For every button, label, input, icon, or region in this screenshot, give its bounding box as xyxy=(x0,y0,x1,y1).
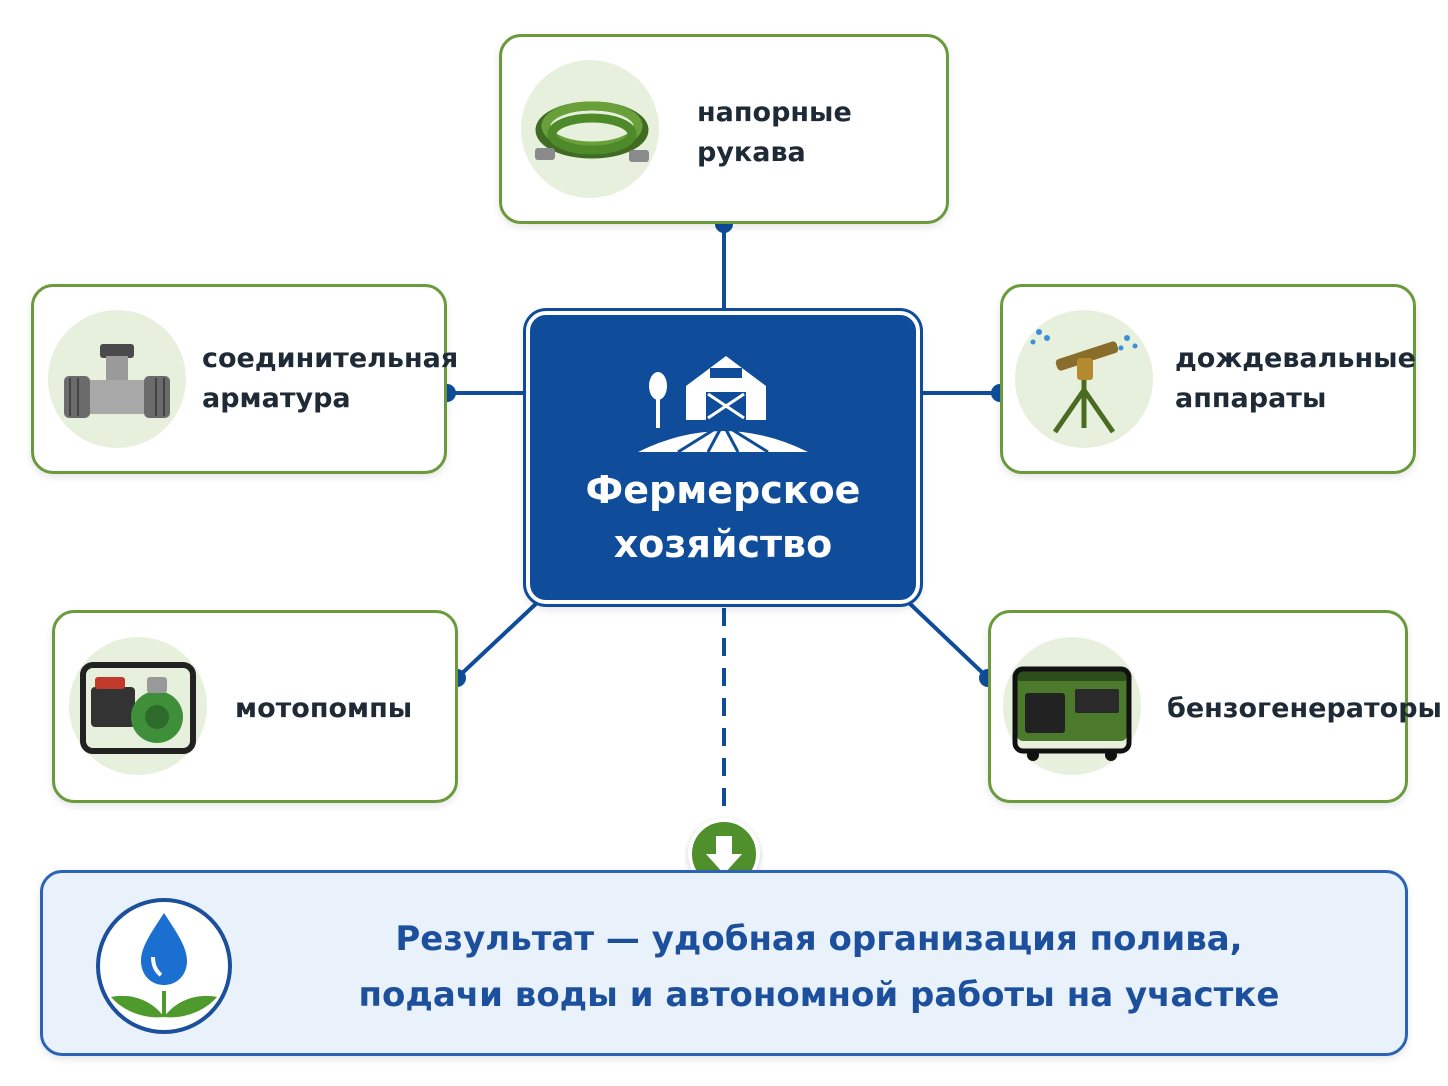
center-farm-box: Фермерское хозяйство xyxy=(526,311,920,604)
node-label: напорные рукава xyxy=(697,97,852,168)
pipe-fitting-icon xyxy=(48,310,186,448)
result-text: Результат — удобная организация полива, … xyxy=(358,919,1280,1015)
node-connection-fittings: соединительная арматура xyxy=(31,284,458,474)
water-drop-leaves-icon xyxy=(96,898,232,1034)
center-title: Фермерское хозяйство xyxy=(585,468,861,566)
node-pressure-hoses: напорные рукава xyxy=(499,34,949,224)
farm-barn-icon xyxy=(638,356,808,454)
hose-icon xyxy=(521,60,659,198)
connector-pumps xyxy=(455,598,542,680)
node-motor-pumps: мотопомпы xyxy=(52,610,458,803)
connector-generators xyxy=(904,598,990,680)
node-gasoline-generators: бензогенераторы xyxy=(988,610,1442,803)
sprinkler-icon xyxy=(1015,310,1153,448)
node-label: бензогенераторы xyxy=(1167,693,1442,724)
node-label: мотопомпы xyxy=(235,693,413,724)
node-label: дождевальные аппараты xyxy=(1175,343,1416,414)
node-sprinklers: дождевальные аппараты xyxy=(1000,284,1416,474)
motor-pump-icon xyxy=(69,637,207,775)
node-label: соединительная арматура xyxy=(202,343,459,414)
result-box: Результат — удобная организация полива, … xyxy=(40,870,1408,1056)
generator-icon xyxy=(1003,637,1141,775)
